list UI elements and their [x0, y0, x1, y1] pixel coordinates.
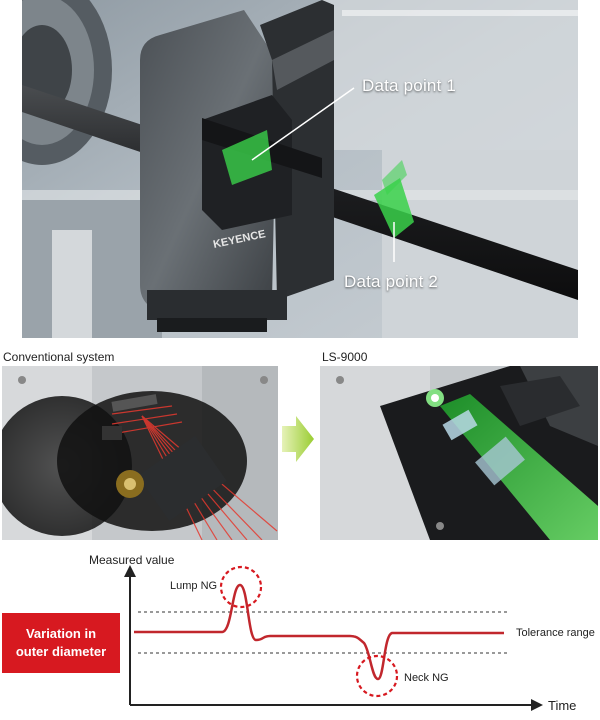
- data-point-1-label: Data point 1: [362, 76, 457, 95]
- sensor-photo: KEYENCE Data point 1 Data point 2: [22, 0, 578, 338]
- x-axis-label: Time: [548, 698, 576, 713]
- measured-curve: [134, 583, 504, 681]
- arrow-right-icon: [282, 416, 314, 462]
- ls9000-illustration: [320, 366, 598, 540]
- sensor-illustration: KEYENCE: [22, 0, 578, 338]
- variation-badge: Variation in outer diameter: [2, 613, 120, 673]
- conventional-system-photo: [2, 366, 278, 540]
- ls9000-photo: [320, 366, 598, 540]
- x-axis-arrow: [531, 699, 543, 711]
- lump-ng-label: Lump NG: [170, 580, 217, 592]
- dashed-circle-icon: [219, 565, 263, 609]
- diameter-graph: Measured value Time Lump NG Neck NG Tole…: [89, 553, 595, 713]
- y-axis-label: Measured value: [89, 553, 175, 567]
- dashed-circle-icon: [355, 654, 399, 698]
- ls9000-caption: LS-9000: [322, 350, 368, 364]
- badge-line-1: Variation in: [25, 626, 97, 641]
- neck-ng-label: Neck NG: [404, 672, 449, 684]
- y-axis-arrow: [124, 565, 136, 577]
- tolerance-range-label: Tolerance range: [516, 627, 595, 639]
- conventional-illustration: [2, 366, 278, 540]
- conventional-caption: Conventional system: [3, 350, 115, 364]
- data-point-2-label: Data point 2: [344, 272, 439, 291]
- badge-line-2: outer diameter: [15, 644, 107, 659]
